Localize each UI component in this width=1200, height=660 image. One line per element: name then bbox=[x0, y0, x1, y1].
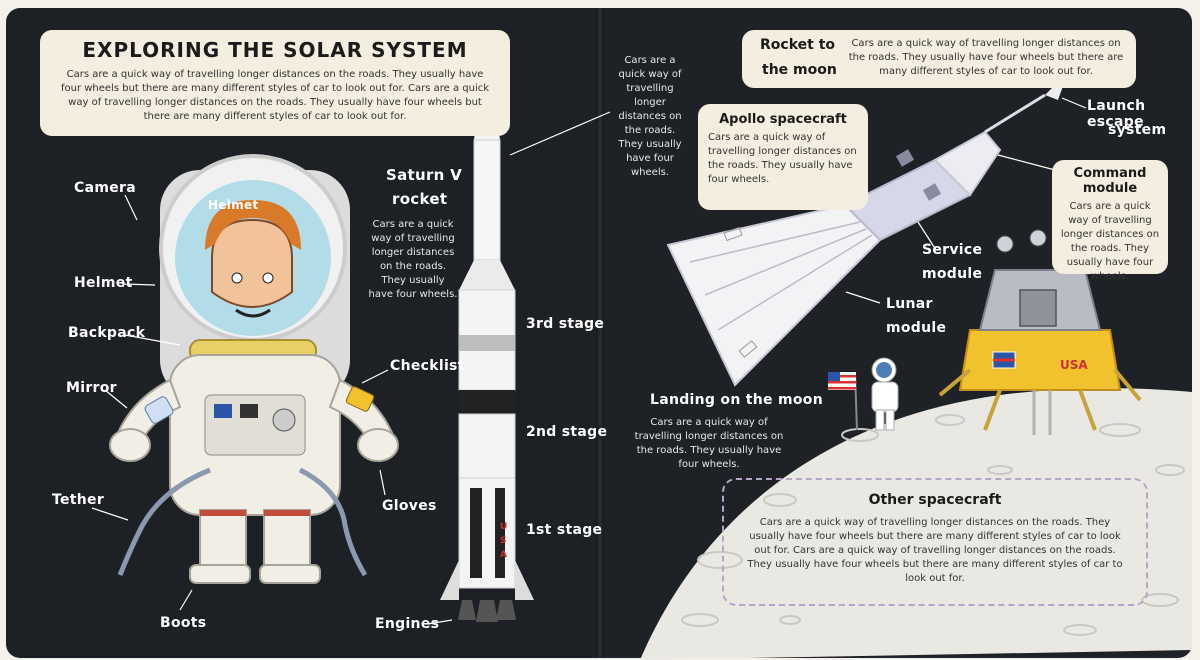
book-gutter bbox=[596, 8, 604, 658]
apollo-title: Apollo spacecraft bbox=[719, 112, 847, 127]
label-lunar-module-2: module bbox=[886, 320, 947, 336]
label-launch-escape-1: Launch escape bbox=[1087, 98, 1146, 130]
label-helmet: Helmet bbox=[74, 275, 133, 291]
leader-lines bbox=[91, 97, 1087, 625]
label-stage3: 3rd stage bbox=[526, 316, 605, 332]
command-module-title: Command module bbox=[1073, 166, 1147, 196]
rocket-moon-text: Cars are a quick way of travelling longe… bbox=[848, 38, 1124, 77]
page-title: EXPLORING THE SOLAR SYSTEM bbox=[82, 38, 468, 62]
intro-text: Cars are a quick way of travelling longe… bbox=[60, 69, 490, 122]
label-stage1: 1st stage bbox=[526, 522, 603, 538]
other-title: Other spacecraft bbox=[868, 492, 1002, 508]
apollo-spacecraft-drawing bbox=[666, 72, 1068, 387]
other-spacecraft-box: Other spacecraft Cars are a quick way of… bbox=[722, 478, 1148, 606]
saturn-text: Cars are a quick way of travelling longe… bbox=[368, 219, 458, 300]
other-text: Cars are a quick way of travelling longe… bbox=[747, 517, 1123, 584]
label-engines: Engines bbox=[375, 616, 440, 632]
apollo-box: Apollo spacecraft Cars are a quick way o… bbox=[698, 104, 868, 210]
label-gloves: Gloves bbox=[382, 498, 437, 514]
saturn-title-line2: rocket bbox=[392, 190, 448, 208]
landing-title: Landing on the moon bbox=[650, 392, 823, 408]
landing-text: Cars are a quick way of travelling longe… bbox=[634, 417, 784, 470]
rocket-moon-title-1: Rocket to bbox=[760, 37, 836, 53]
rocket-to-moon-box: Rocket to the moon Cars are a quick way … bbox=[742, 30, 1136, 88]
label-helmet-inner: Helmet bbox=[208, 198, 259, 212]
apollo-text: Cars are a quick way of travelling longe… bbox=[708, 132, 857, 185]
saturn-title-line1: Saturn V bbox=[386, 166, 463, 184]
rocket-usa-mark: USA bbox=[500, 522, 508, 560]
label-lunar-module-1: Lunar bbox=[886, 296, 933, 312]
label-backpack: Backpack bbox=[68, 325, 146, 341]
label-camera: Camera bbox=[74, 180, 136, 196]
label-service-module-2: module bbox=[922, 266, 983, 282]
astronaut-drawing bbox=[109, 154, 399, 584]
label-launch-escape-2: system bbox=[1108, 122, 1167, 138]
label-checklist: Checklist bbox=[390, 358, 465, 374]
command-module-box: Command module Cars are a quick way of t… bbox=[1052, 160, 1168, 282]
lunar-module-drawing bbox=[938, 229, 1142, 435]
intro-box: EXPLORING THE SOLAR SYSTEM Cars are a qu… bbox=[40, 30, 510, 136]
moonwalker-drawing bbox=[828, 357, 899, 431]
rocket-moon-title-2: the moon bbox=[762, 62, 837, 78]
label-tether: Tether bbox=[52, 492, 105, 508]
moon-surface bbox=[640, 388, 1192, 660]
label-service-module-1: Service bbox=[922, 242, 983, 258]
lander-usa-mark: USA bbox=[1060, 358, 1088, 372]
label-mirror: Mirror bbox=[66, 380, 117, 396]
label-boots: Boots bbox=[160, 615, 207, 631]
command-module-text: Cars are a quick way of travelling longe… bbox=[1060, 201, 1160, 282]
floating-text: Cars are a quick way of travelling longe… bbox=[618, 55, 682, 178]
label-stage2: 2nd stage bbox=[526, 424, 608, 440]
